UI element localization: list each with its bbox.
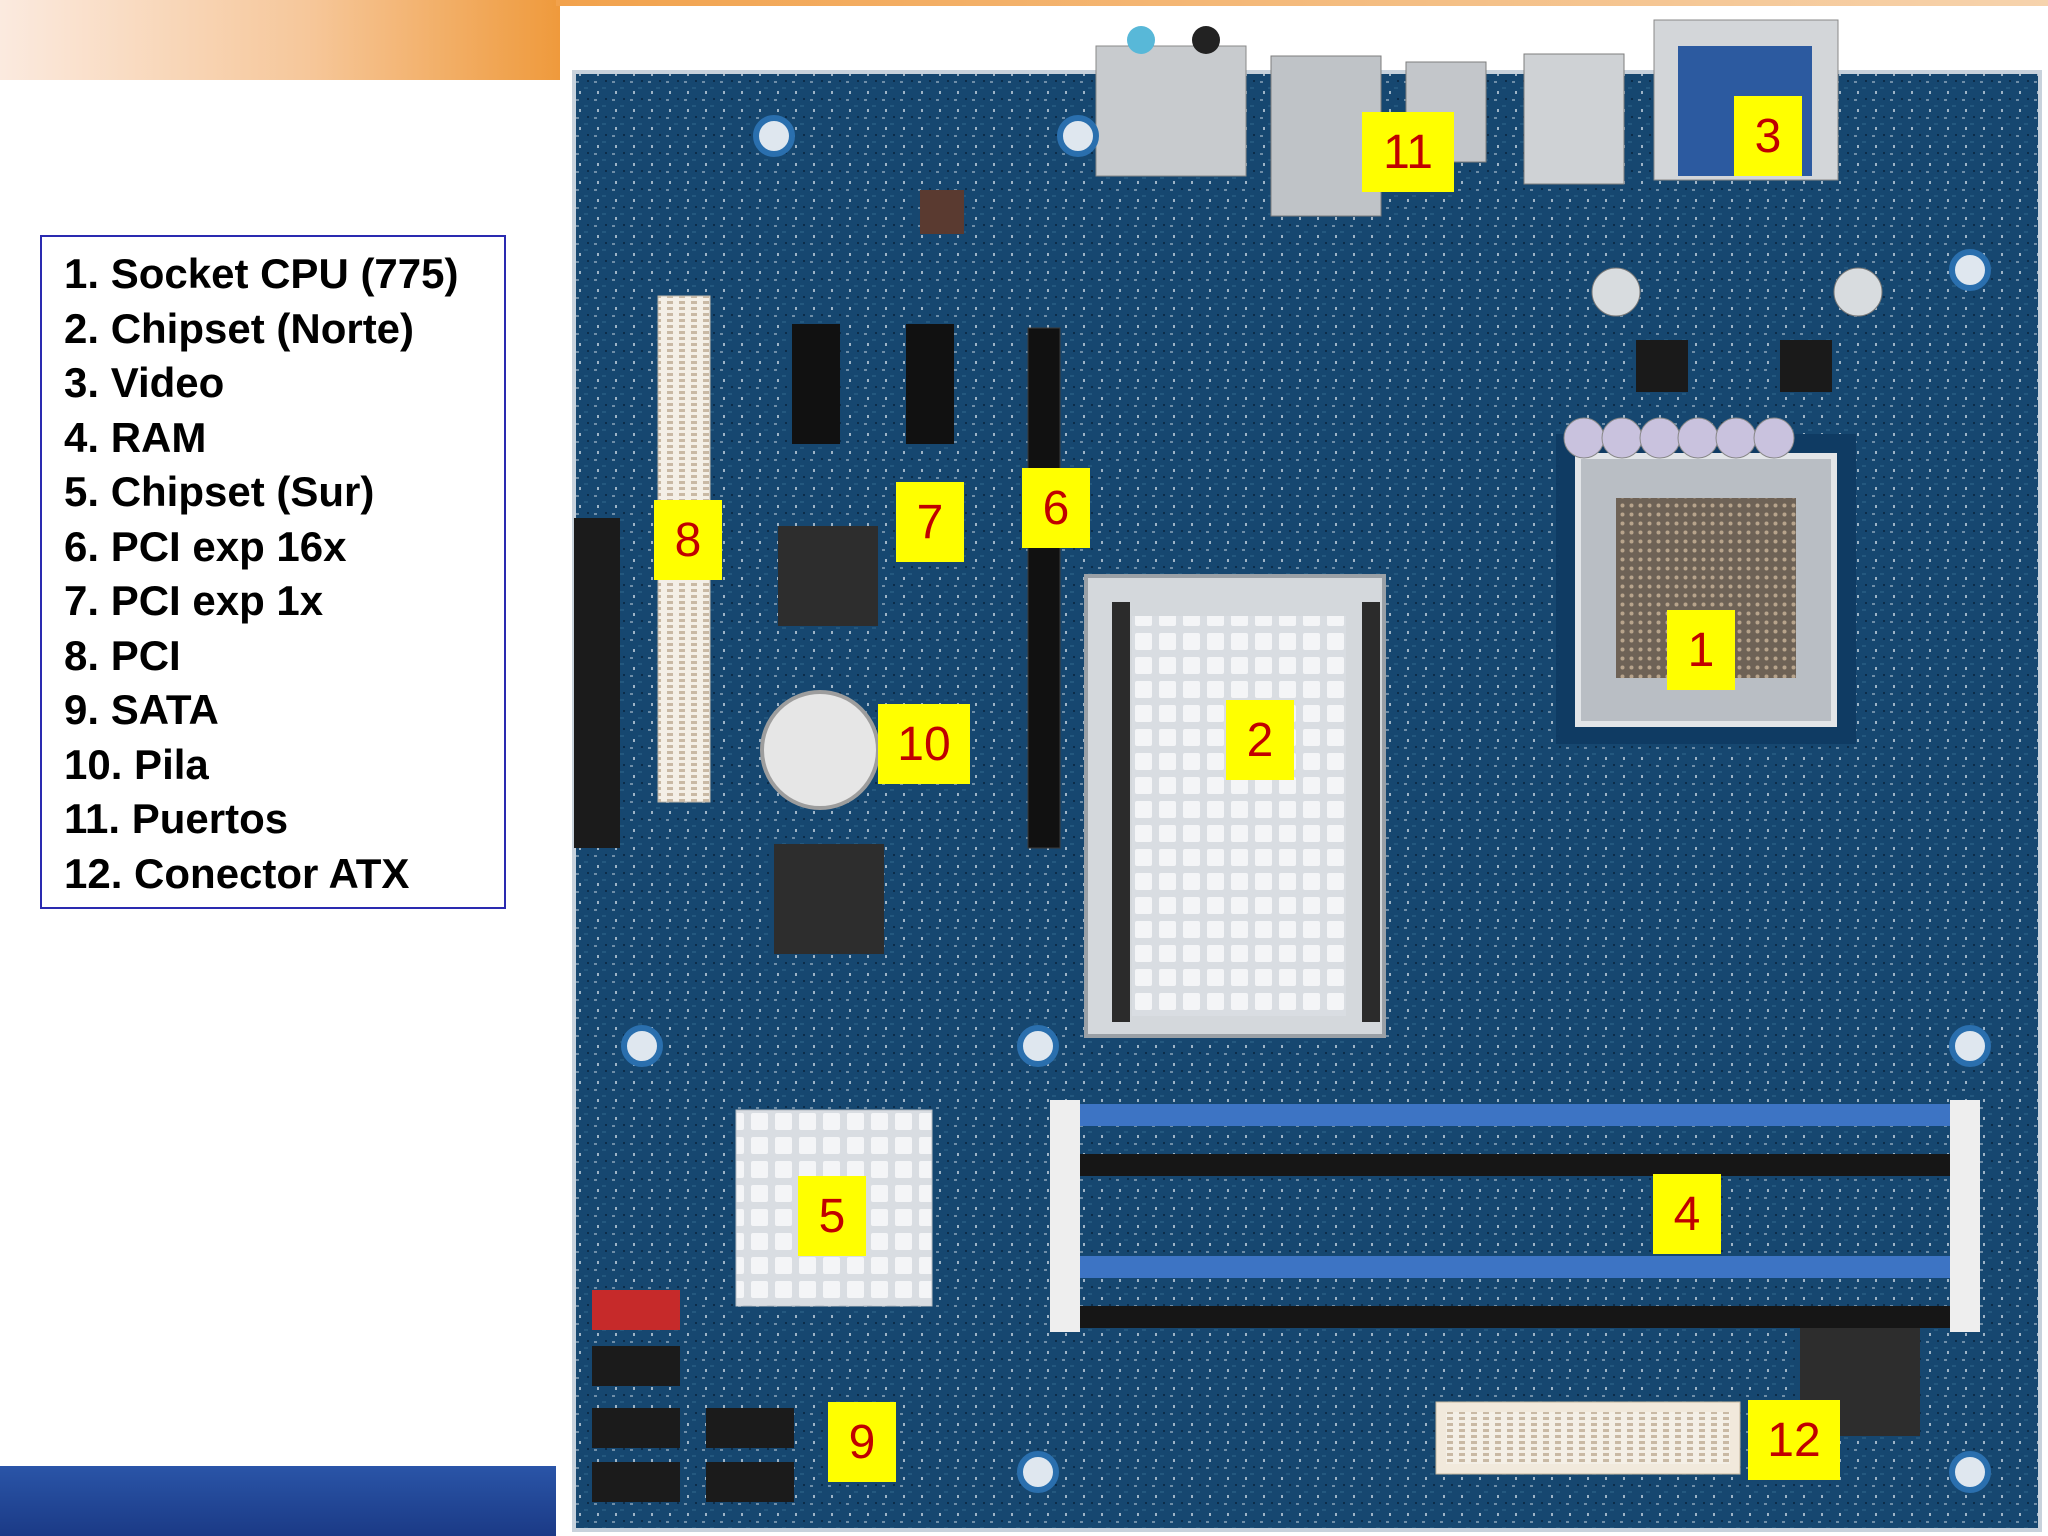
callout-3: 3 (1734, 96, 1802, 176)
mounting-holes (621, 115, 1991, 1493)
callout-2: 2 (1226, 700, 1294, 780)
sata-connectors (592, 1290, 794, 1502)
header-gradient-bar (0, 0, 560, 80)
callout-9: 9 (828, 1402, 896, 1482)
motherboard-photo: 1 2 3 4 5 6 7 8 9 10 11 12 (556, 6, 2048, 1536)
header-accent-line (556, 0, 2048, 6)
callout-4: 4 (1653, 1174, 1721, 1254)
legend-item: 12. Conector ATX (64, 849, 410, 897)
ram-slots (1050, 1100, 1980, 1332)
legend-item: 6. PCI exp 16x (64, 522, 347, 570)
ide-connector (574, 518, 620, 848)
legend-item: 1. Socket CPU (775) (64, 250, 459, 297)
legend-item: 2. Chipset (Norte) (64, 304, 415, 352)
legend-item: 4. RAM (64, 413, 207, 461)
callout-12: 12 (1748, 1400, 1840, 1480)
vrm-capacitors (1563, 267, 1883, 459)
pcie-x16-slot (1027, 327, 1061, 849)
callout-6: 6 (1022, 468, 1090, 548)
legend-item: 7. PCI exp 1x (64, 577, 324, 624)
legend-item: 8. PCI (64, 631, 181, 679)
callout-5: 5 (798, 1176, 866, 1256)
atx-power-connector (1435, 1401, 1741, 1475)
legend-item: 3. Video (64, 359, 225, 406)
pcie-x1-slots (792, 324, 954, 444)
cmos-battery (760, 690, 880, 810)
component-legend: 1. Socket CPU (775) 2. Chipset (Norte) 3… (40, 235, 506, 909)
legend-item: 11. Puertos (64, 795, 289, 842)
motherboard-illustration (572, 19, 2042, 1532)
callout-7: 7 (896, 482, 964, 562)
legend-item: 5. Chipset (Sur) (64, 468, 375, 515)
footer-blue-bar (0, 1466, 556, 1536)
callout-10: 10 (878, 704, 970, 784)
northbridge-heatsink (1084, 574, 1386, 1038)
callout-8: 8 (654, 500, 722, 580)
callout-11: 11 (1362, 112, 1454, 192)
cpu-socket (1556, 434, 1856, 744)
legend-item: 9. SATA (64, 686, 219, 733)
callout-1: 1 (1667, 610, 1735, 690)
legend-item: 10. Pila (64, 740, 209, 788)
